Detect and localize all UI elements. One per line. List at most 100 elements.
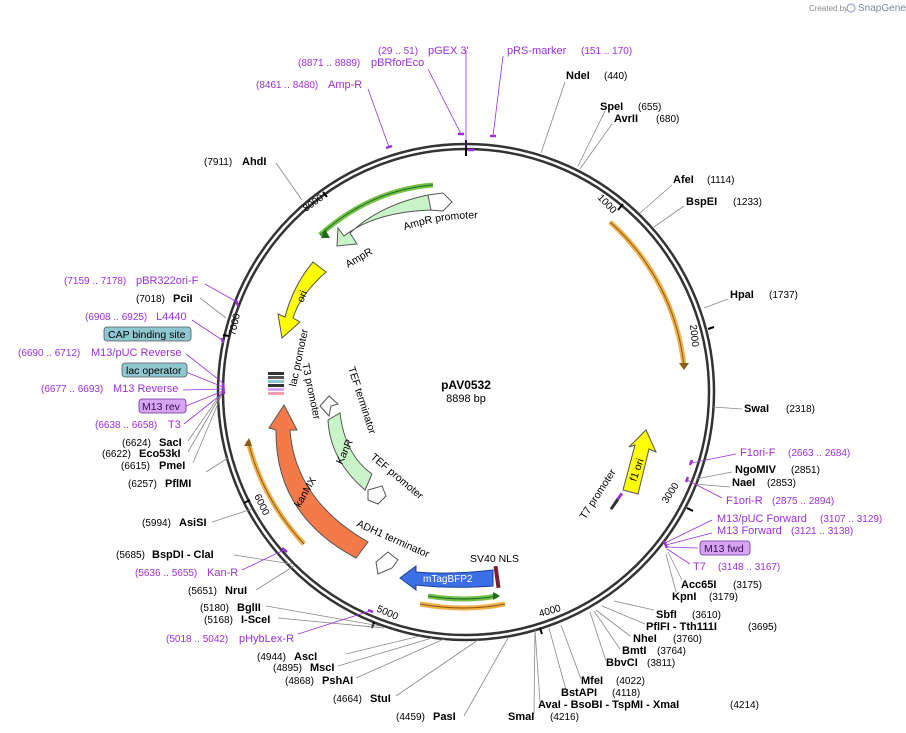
enzyme-StuI: StuI: [370, 693, 391, 705]
primer-pBRforEco: pBRforEco: [371, 57, 424, 69]
snapgene-logo: SnapGene: [846, 3, 906, 14]
feature-t7-promoter-label: T7 promoter: [577, 467, 618, 522]
svg-text:(3811): (3811): [647, 658, 675, 669]
enzyme-SwaI: SwaI: [744, 403, 769, 415]
enzyme-BspDI-ClaI: BspDI - ClaI: [152, 549, 214, 561]
plasmid-length: 8898 bp: [446, 393, 486, 405]
enzyme-SmaI: SmaI: [508, 711, 534, 723]
svg-text:(2318): (2318): [786, 404, 815, 415]
enzyme-NruI: NruI: [225, 585, 247, 597]
svg-text:(440): (440): [604, 71, 627, 82]
svg-text:CAP binding site: CAP binding site: [108, 329, 186, 341]
svg-text:(5180): (5180): [200, 603, 229, 614]
enzyme-PciI: PciI: [173, 293, 193, 305]
primer-pHybLex-R: pHybLex-R: [239, 633, 294, 645]
svg-text:(5685): (5685): [116, 550, 145, 561]
svg-text:(6908 .. 6925): (6908 .. 6925): [85, 312, 147, 323]
svg-text:(6690 .. 6712): (6690 .. 6712): [18, 348, 80, 359]
lac-operator-box: lac operator: [121, 362, 188, 378]
feature-f1-ori: f1 ori: [622, 429, 657, 495]
primer-M13-Forward: M13 Forward: [717, 525, 782, 537]
svg-text:(5651): (5651): [188, 586, 217, 597]
enzyme-SpeI: SpeI: [600, 101, 623, 113]
tick-7000: 7000: [227, 312, 243, 337]
svg-text:(4118): (4118): [612, 688, 640, 699]
enzyme-SacI: SacI: [159, 437, 182, 449]
enzyme-NdeI: NdeI: [566, 70, 590, 82]
feature-sv40-label: SV40 NLS: [470, 553, 519, 565]
primer-L4440: L4440: [156, 311, 187, 323]
feature-sv40-nls: SV40 NLS: [470, 553, 519, 589]
enzyme-I-SceI: I-SceI: [241, 614, 270, 626]
svg-text:(4944): (4944): [257, 652, 286, 663]
svg-text:(2875 .. 2894): (2875 .. 2894): [772, 496, 834, 507]
tick-1000: 1000: [595, 192, 619, 216]
enzyme-Eco53kI: Eco53kI: [139, 448, 181, 460]
feature-ampr-label: AmpR: [344, 245, 376, 270]
enzyme-AhdI: AhdI: [242, 156, 266, 168]
svg-text:(3695): (3695): [748, 622, 777, 633]
feature-ori-label: ori: [295, 289, 310, 304]
svg-text:(6615): (6615): [121, 461, 150, 472]
svg-text:(655): (655): [638, 102, 661, 113]
brand-text: SnapGene: [858, 3, 906, 14]
feature-mtagbfp2-label: mTagBFP2: [423, 574, 473, 585]
svg-text:(680): (680): [656, 114, 679, 125]
tick-5000: 5000: [375, 604, 400, 623]
svg-text:(1114): (1114): [707, 175, 734, 186]
svg-text:(5994): (5994): [142, 518, 171, 529]
enzyme-MscI: MscI: [310, 662, 334, 674]
plasmid-name: pAV0532: [441, 378, 491, 392]
svg-text:(8461 .. 8480): (8461 .. 8480): [256, 80, 318, 91]
enzyme-BspEI: BspEI: [686, 196, 717, 208]
primer-M13-Reverse: M13 Reverse: [113, 383, 178, 395]
feature-tef-terminator: [319, 395, 340, 418]
primer-M13pUC-Reverse: M13/pUC Reverse: [91, 347, 181, 359]
feature-adh1-terminator-label: ADH1 terminator: [355, 518, 432, 561]
m13-fwd-box: M13 fwd: [699, 540, 751, 556]
svg-text:(6622): (6622): [102, 449, 131, 460]
enzyme-MfeI: MfeI: [581, 675, 603, 687]
svg-text:(4214): (4214): [730, 700, 759, 711]
svg-text:(1737): (1737): [769, 290, 798, 301]
svg-text:(3107 .. 3129): (3107 .. 3129): [820, 514, 882, 525]
tick-2000: 2000: [687, 324, 700, 348]
feature-tef-terminator-label: TEF terminator: [345, 365, 378, 436]
svg-text:(4895): (4895): [273, 663, 302, 674]
svg-text:(3610): (3610): [692, 610, 721, 621]
svg-text:(6638 .. 6658): (6638 .. 6658): [95, 420, 157, 431]
svg-text:(7911): (7911): [204, 157, 232, 168]
feature-adh1-terminator: [375, 551, 399, 575]
primer-labels: (29 .. 51) pGEX 3' pRS-marker (151 .. 17…: [18, 45, 882, 645]
svg-text:(3760): (3760): [673, 634, 702, 645]
svg-text:(29 .. 51): (29 .. 51): [378, 46, 418, 57]
svg-text:(5168): (5168): [204, 615, 233, 626]
enzyme-AfeI: AfeI: [673, 174, 694, 186]
feature-ampr-promoter-label: AmpR promoter: [402, 209, 478, 233]
svg-text:M13 rev: M13 rev: [142, 401, 181, 413]
svg-text:lac operator: lac operator: [126, 365, 182, 377]
enzyme-AsiSI: AsiSI: [179, 517, 207, 529]
svg-text:(3175): (3175): [733, 580, 762, 591]
enzyme-PshAI: PshAI: [322, 675, 353, 687]
enzyme-AvrII: AvrII: [614, 113, 638, 125]
svg-text:(4022): (4022): [616, 676, 645, 687]
enzyme-labels: NdeI (440) SpeI (655) AvrII (680) AfeI (…: [102, 70, 820, 723]
svg-text:(3121 .. 3138): (3121 .. 3138): [791, 526, 853, 537]
primer-Amp-R: Amp-R: [328, 79, 362, 91]
svg-text:(4664): (4664): [333, 694, 362, 705]
enzyme-BmtI: BmtI: [622, 645, 646, 657]
svg-text:(7159 .. 7178): (7159 .. 7178): [64, 276, 126, 287]
primer-pGEX3: pGEX 3': [428, 45, 469, 57]
enzyme-NgoMIV: NgoMIV: [735, 464, 777, 476]
enzyme-PasI: PasI: [433, 711, 456, 723]
tick-3000: 3000: [660, 481, 682, 506]
primer-M13pUC-Forward: M13/pUC Forward: [717, 513, 807, 525]
feature-lac-promoter: [268, 372, 284, 395]
enzyme-AvaI-BsoBI-TspMI-XmaI: AvaI - BsoBI - TspMI - XmaI: [538, 699, 679, 711]
enzyme-SbfI: SbfI: [656, 609, 677, 621]
feature-tef-promoter: [367, 485, 387, 505]
svg-text:M13 fwd: M13 fwd: [704, 543, 744, 555]
credit-text: Created by: [809, 4, 848, 13]
